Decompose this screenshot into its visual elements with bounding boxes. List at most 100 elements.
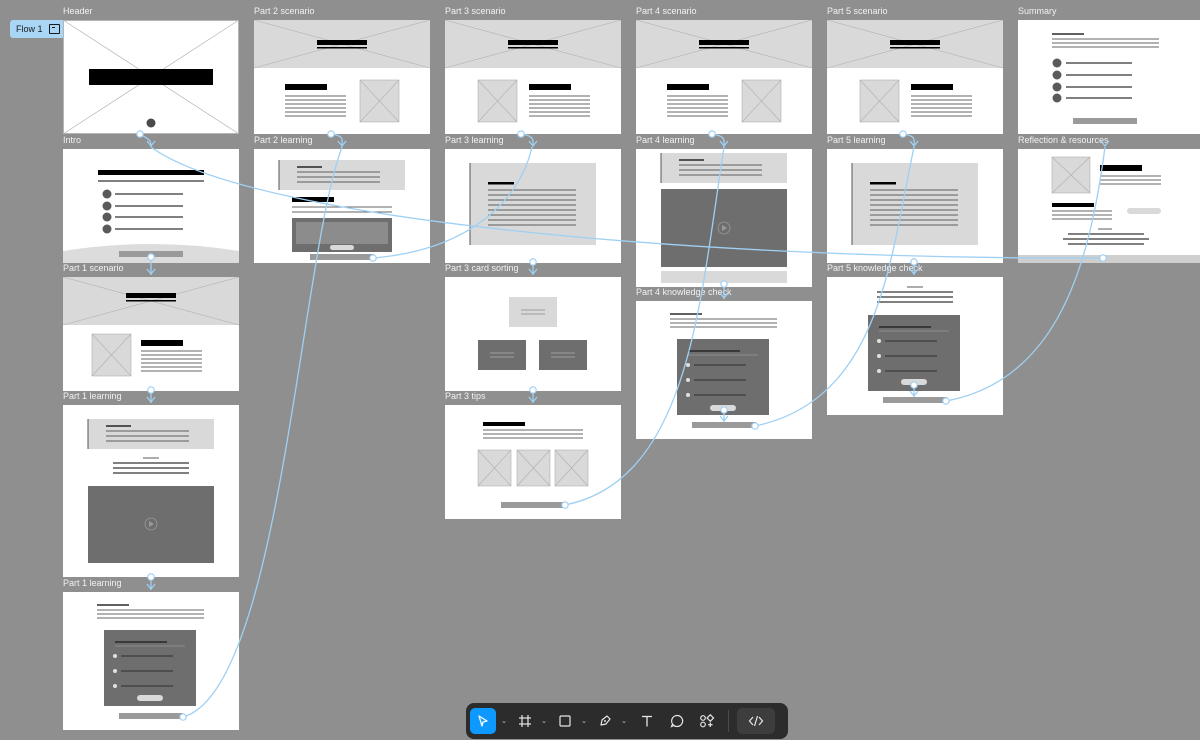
frame-part5-knowledge-check[interactable] [827, 277, 1003, 415]
shape-tool-menu-chevron[interactable]: ⌄ [581, 718, 587, 725]
frame-label-intro[interactable]: Intro [63, 135, 82, 145]
frame-label-part4-scenario[interactable]: Part 4 scenario [636, 6, 697, 16]
connection-start-dot [327, 130, 335, 138]
pen-tool-button[interactable] [594, 708, 616, 734]
text-tool-button[interactable] [634, 708, 660, 734]
connection-arrow-icon [528, 396, 538, 404]
connection-arrow-icon [719, 140, 729, 148]
connection-start-dot [147, 253, 155, 261]
part4-scenario-wireframe [636, 20, 812, 123]
frame-label-part2-scenario[interactable]: Part 2 scenario [254, 6, 315, 16]
frame-label-part2-learning[interactable]: Part 2 learning [254, 135, 313, 145]
connection-part2-to-part3-learning [372, 146, 533, 259]
text-icon [642, 715, 652, 727]
connection-start-dot [179, 713, 187, 721]
frame-part5-scenario[interactable] [827, 20, 1003, 134]
rectangle-icon [559, 715, 571, 727]
frame-label-part4-knowledge-check[interactable]: Part 4 knowledge check [636, 287, 732, 297]
connection-reflection-to-summary [150, 146, 1104, 259]
frame-part4-knowledge-check[interactable] [636, 301, 812, 439]
comment-icon [670, 714, 684, 728]
connection-start-dot [751, 422, 759, 430]
frame-part3-tips[interactable] [445, 405, 621, 519]
frame-label-part4-learning[interactable]: Part 4 learning [636, 135, 695, 145]
frame-tool-menu-chevron[interactable]: ⌄ [541, 718, 547, 725]
connection-start-dot [147, 386, 155, 394]
part5-scenario-wireframe [827, 20, 1003, 123]
connection-arrow-icon [528, 268, 538, 276]
frame-part3-learning[interactable] [445, 149, 621, 263]
frame-label-part5-knowledge-check[interactable]: Part 5 knowledge check [827, 263, 923, 273]
frame-label-part1-learning-a[interactable]: Part 1 learning [63, 391, 122, 401]
frame-part3-card-sorting[interactable] [445, 277, 621, 391]
frame-label-part3-card-sorting[interactable]: Part 3 card sorting [445, 263, 519, 273]
connection-part3-to-part4-learning [564, 146, 725, 506]
actions-icon [700, 714, 715, 728]
connection-start-dot [910, 258, 918, 266]
connection-start-dot [529, 386, 537, 394]
connection-arrow-icon [909, 140, 919, 148]
comment-tool-button[interactable] [664, 708, 690, 734]
reflection-wireframe [1018, 156, 1200, 263]
frame-label-header[interactable]: Header [63, 6, 93, 16]
frame-label-summary[interactable]: Summary [1018, 6, 1057, 16]
connection-arrow-icon [337, 140, 347, 148]
frame-part2-scenario[interactable] [254, 20, 430, 134]
code-icon [748, 715, 764, 727]
frame-label-part3-learning[interactable]: Part 3 learning [445, 135, 504, 145]
frame-part5-learning[interactable] [827, 149, 1003, 263]
connection-arrow-icon [146, 396, 156, 404]
connection-arrow-icon [146, 268, 156, 276]
part3-learning-wireframe [469, 163, 596, 245]
frame-label-part5-scenario[interactable]: Part 5 scenario [827, 6, 888, 16]
connection-start-dot [136, 130, 144, 138]
frame-part2-learning[interactable] [254, 149, 430, 263]
move-tool-menu-chevron[interactable]: ⌄ [501, 718, 507, 725]
connection-start-dot [708, 130, 716, 138]
connection-start-dot [899, 130, 907, 138]
frame-label-part3-scenario[interactable]: Part 3 scenario [445, 6, 506, 16]
connection-arrow-icon [909, 390, 919, 398]
part2-scenario-wireframe [254, 20, 430, 123]
frame-intro[interactable] [63, 149, 239, 263]
connection-part5-to-reflection [945, 146, 1106, 402]
frame-part1-learning-a[interactable] [63, 405, 239, 577]
header-wireframe [63, 20, 239, 134]
flow-start-tag[interactable]: Flow 1 [10, 20, 66, 38]
pen-tool-menu-chevron[interactable]: ⌄ [621, 718, 627, 725]
connection-start-dot [561, 501, 569, 509]
frame-part1-learning-b[interactable] [63, 592, 239, 730]
frame-part3-scenario[interactable] [445, 20, 621, 134]
dev-mode-toggle[interactable] [737, 708, 775, 734]
frame-label-part1-learning-b[interactable]: Part 1 learning [63, 578, 122, 588]
card-sorting-wireframe [478, 297, 587, 370]
part2-learning-wireframe [278, 160, 405, 260]
connection-start-dot [720, 406, 728, 414]
toolbar-divider [728, 710, 729, 732]
connection-arrow-icon [909, 268, 919, 276]
frame-label-part3-tips[interactable]: Part 3 tips [445, 391, 486, 401]
frame-summary[interactable] [1018, 20, 1200, 134]
frame-label-reflection[interactable]: Reflection & resources [1018, 135, 1109, 145]
frame-reflection[interactable] [1018, 149, 1200, 263]
move-tool-button[interactable] [470, 708, 496, 734]
bottom-toolbar: ⌄ ⌄ ⌄ ⌄ [466, 703, 788, 739]
frame-header[interactable] [63, 20, 239, 134]
connection-start-dot [910, 381, 918, 389]
frame-part4-scenario[interactable] [636, 20, 812, 134]
connection-start-dot [369, 254, 377, 262]
frame-label-part1-scenario[interactable]: Part 1 scenario [63, 263, 124, 273]
frame-label-part5-learning[interactable]: Part 5 learning [827, 135, 886, 145]
frame-part1-scenario[interactable] [63, 277, 239, 391]
part3-scenario-wireframe [445, 20, 621, 123]
frame-icon [519, 715, 531, 727]
connection-start-dot [529, 258, 537, 266]
part5-knowledge-check-wireframe [868, 286, 960, 403]
connection-start-dot [1099, 254, 1107, 262]
frame-part4-learning[interactable] [636, 149, 812, 287]
frame-tool-button[interactable] [514, 708, 536, 734]
part1-learning-a-wireframe [87, 419, 214, 563]
actions-tool-button[interactable] [694, 708, 720, 734]
shape-tool-button[interactable] [554, 708, 576, 734]
